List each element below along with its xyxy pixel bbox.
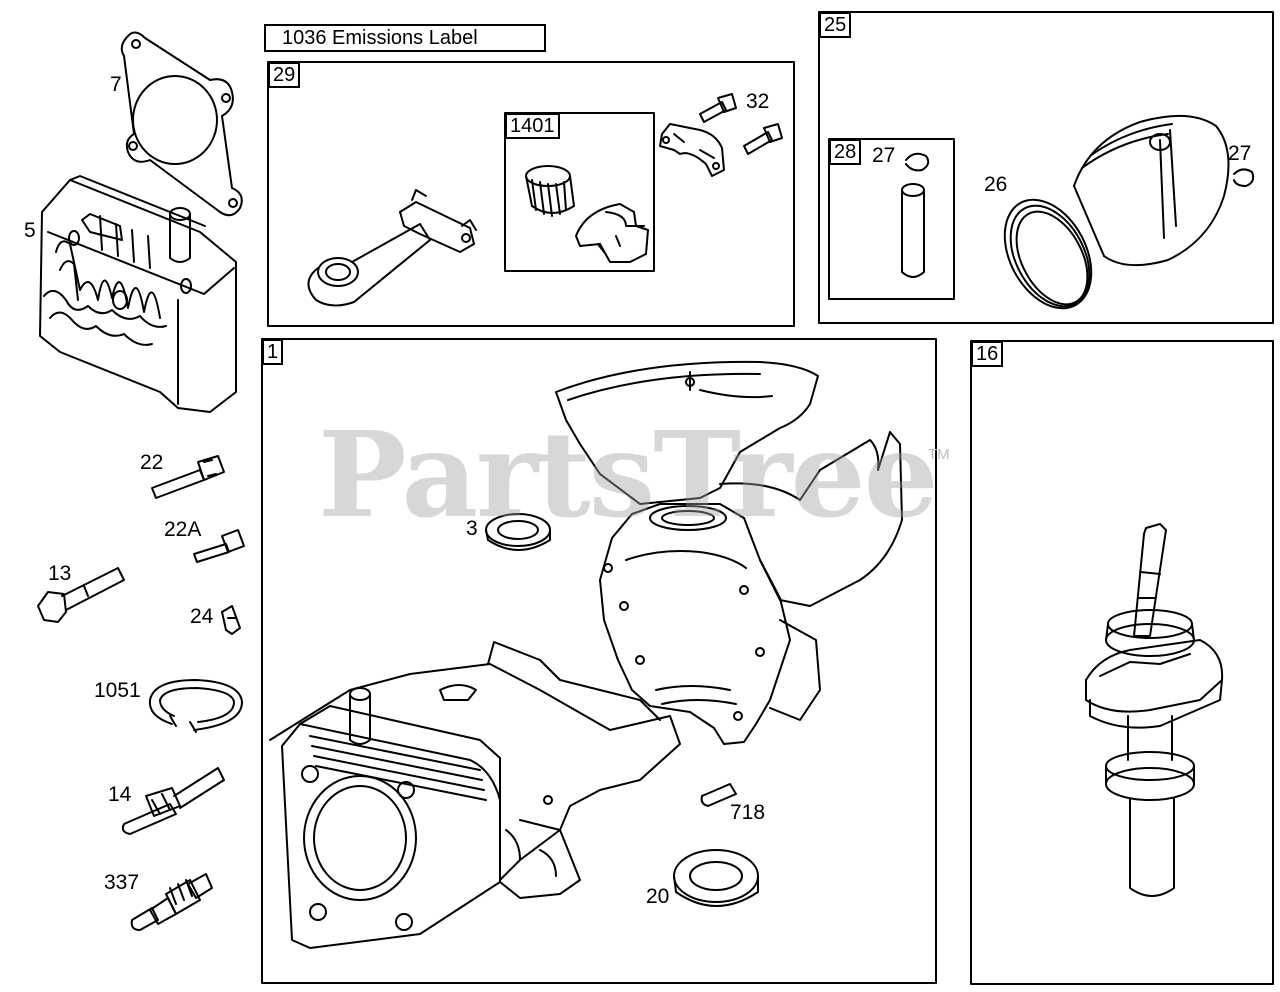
callout-bolt-32[interactable]: 32 bbox=[746, 90, 770, 113]
rod-cap-part bbox=[660, 124, 724, 176]
cylinder-head-part bbox=[40, 176, 236, 412]
oil-seal-20-part bbox=[674, 850, 758, 906]
box-piston-pin-frame bbox=[829, 139, 954, 299]
piston-part bbox=[1074, 116, 1229, 265]
head-gasket-part bbox=[122, 32, 242, 215]
callout-bolt-13[interactable]: 13 bbox=[48, 562, 72, 585]
bolt-13-part bbox=[38, 568, 124, 622]
callout-head[interactable]: 5 bbox=[24, 219, 36, 242]
box-conn-rod-frame bbox=[268, 62, 794, 326]
callout-ring-1051[interactable]: 1051 bbox=[94, 679, 141, 702]
box-piston-assy-frame bbox=[819, 12, 1273, 323]
box-crankshaft-frame bbox=[971, 341, 1273, 984]
rod-bolt-32-part bbox=[700, 94, 782, 154]
callout-screw-22[interactable]: 22 bbox=[140, 451, 164, 474]
box-bearing-kit-frame bbox=[505, 113, 654, 271]
bearing-kit-part bbox=[526, 166, 648, 262]
oil-seal-3-part bbox=[486, 514, 550, 550]
box-cylinder-frame bbox=[262, 339, 936, 983]
screw-22-part bbox=[152, 456, 224, 498]
box-cylinder-tag[interactable]: 1 bbox=[262, 339, 284, 365]
piston-clip-right-part bbox=[1234, 169, 1253, 186]
callout-fitting-14[interactable]: 14 bbox=[108, 783, 132, 806]
watermark-text: PartsTree bbox=[318, 405, 939, 544]
spark-plug-337-part bbox=[132, 874, 212, 930]
callout-gasket[interactable]: 7 bbox=[110, 73, 122, 96]
callout-pin-718[interactable]: 718 bbox=[730, 801, 766, 824]
callout-rings-26[interactable]: 26 bbox=[984, 173, 1008, 196]
box-piston-pin-tag[interactable]: 28 bbox=[829, 139, 862, 165]
crankshaft-part bbox=[1086, 524, 1222, 896]
fitting-14-part bbox=[123, 768, 224, 834]
trademark-mark: TM bbox=[928, 446, 950, 463]
cylinder-block-part bbox=[270, 362, 902, 948]
callout-seal-3[interactable]: 3 bbox=[466, 517, 478, 540]
emissions-label-box[interactable]: 1036 Emissions Label bbox=[264, 24, 546, 52]
piston-pin-part bbox=[902, 184, 924, 277]
callout-screw-22a[interactable]: 22A bbox=[164, 518, 202, 541]
screw-22a-part bbox=[194, 530, 244, 562]
key-24-part bbox=[222, 606, 240, 634]
callout-key-24[interactable]: 24 bbox=[190, 605, 214, 628]
box-piston-assy-tag[interactable]: 25 bbox=[819, 12, 852, 38]
callout-clip-27-left[interactable]: 27 bbox=[872, 144, 896, 167]
piston-rings-part bbox=[987, 185, 1109, 323]
box-crankshaft-tag[interactable]: 16 bbox=[971, 341, 1004, 367]
connecting-rod-part bbox=[308, 190, 476, 306]
callout-clip-27-right[interactable]: 27 bbox=[1228, 142, 1252, 165]
box-bearing-kit-tag[interactable]: 1401 bbox=[505, 113, 560, 139]
dowel-pin-718-part bbox=[702, 784, 736, 806]
box-conn-rod-tag[interactable]: 29 bbox=[268, 62, 301, 88]
piston-clip-left-part bbox=[906, 154, 928, 171]
retaining-ring-1051-part bbox=[150, 680, 242, 732]
callout-plug-337[interactable]: 337 bbox=[104, 871, 140, 894]
callout-seal-20[interactable]: 20 bbox=[646, 885, 670, 908]
